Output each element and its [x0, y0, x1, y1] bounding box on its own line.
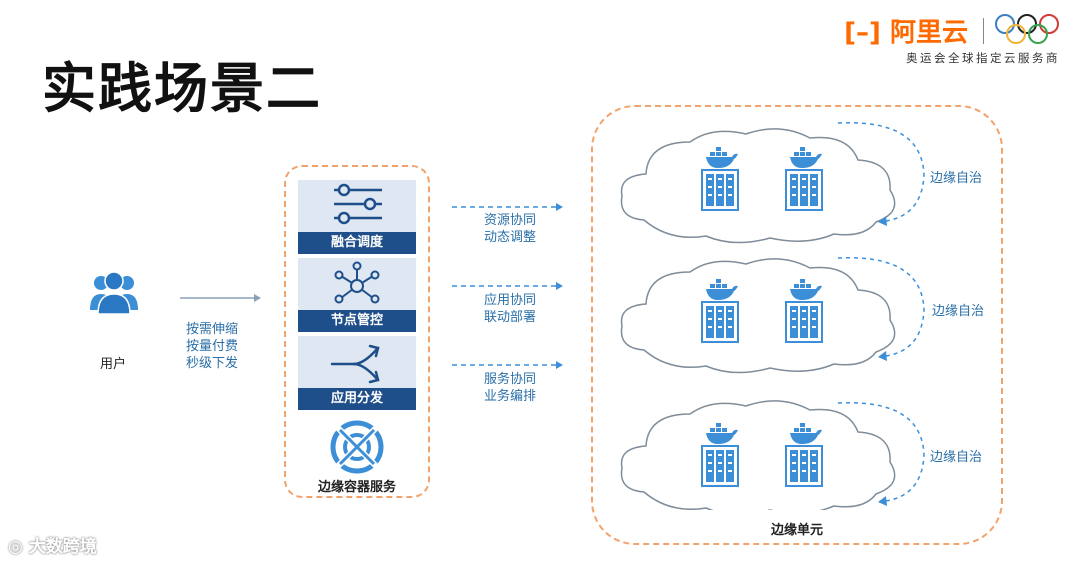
flow-text-3: 服务协同 业务编排 — [483, 372, 536, 404]
edge-unit-box — [591, 105, 1003, 545]
autonomy-loop-arrow-1 — [837, 122, 925, 226]
flow-arrow-3 — [452, 361, 563, 369]
server-rack-icon — [701, 301, 739, 343]
autonomy-loop-arrow-3 — [837, 402, 925, 506]
server-rack-icon — [785, 301, 823, 343]
autonomy-label: 边缘自治 — [930, 171, 983, 186]
aliyun-bracket-icon: [–] — [844, 18, 881, 48]
aliyun-logo: [–] 阿里云 — [844, 18, 968, 48]
edge-unit-label: 边缘单元 — [770, 523, 823, 538]
autonomy-label: 边缘自治 — [930, 450, 983, 465]
pay-features: 按需伸缩 按量付费 秒级下发 — [186, 321, 238, 372]
olympic-rings-icon — [995, 14, 1059, 44]
module-label: 融合调度 — [298, 232, 416, 254]
edge-container-service-label: 边缘容器服务 — [317, 480, 396, 495]
page-title: 实践场景二 — [42, 57, 322, 120]
pay-feature-item: 秒级下发 — [186, 356, 239, 371]
watermark-logo-icon: ◎ — [8, 537, 23, 557]
brand-header: [–] 阿里云 奥运会全球指定云服务商 — [844, 8, 1060, 68]
crosshair-logo-icon — [330, 420, 384, 474]
pay-feature-item: 按量付费 — [186, 339, 239, 354]
module-label: 节点管控 — [298, 310, 416, 332]
user-label: 用户 — [100, 357, 127, 372]
autonomy-label: 边缘自治 — [932, 304, 985, 319]
watermark: ◎ 大数跨境 — [8, 537, 97, 557]
network-nodes-icon — [334, 261, 380, 304]
flow-text-1: 资源协同 动态调整 — [483, 213, 536, 245]
server-rack-icon — [701, 445, 739, 487]
edge-container-service-box — [284, 165, 430, 498]
flow-arrow-1 — [452, 203, 563, 211]
pay-feature-item: 按需伸缩 — [186, 322, 239, 337]
module-label: 应用分发 — [298, 388, 416, 410]
flow-arrow-2 — [452, 282, 563, 290]
sliders-icon — [334, 183, 382, 225]
brand-divider — [983, 18, 984, 44]
user-to-service-arrow — [180, 294, 261, 302]
server-rack-icon — [701, 169, 739, 211]
fork-arrows-icon — [330, 344, 380, 384]
brand-subtitle: 奥运会全球指定云服务商 — [906, 51, 1060, 65]
autonomy-loop-arrow-2 — [837, 257, 925, 361]
flow-text-2: 应用协同 联动部署 — [483, 293, 536, 325]
server-rack-icon — [785, 169, 823, 211]
server-rack-icon — [785, 445, 823, 487]
users-icon — [90, 271, 138, 315]
